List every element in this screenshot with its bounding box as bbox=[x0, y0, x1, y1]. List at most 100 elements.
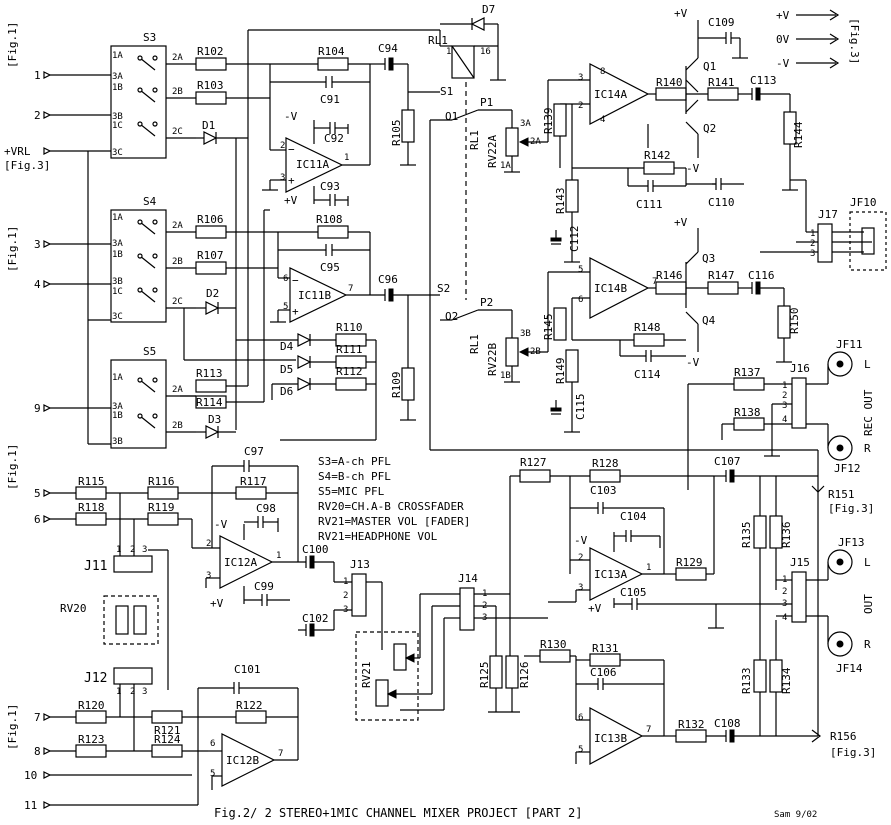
svg-text:P1: P1 bbox=[480, 96, 493, 109]
svg-text:2: 2 bbox=[343, 591, 348, 601]
svg-text:R124: R124 bbox=[154, 733, 181, 746]
switch-s4: S4 1A 3A 1B 3B 1C 3C 2A 2B 2C bbox=[88, 195, 196, 323]
svg-text:R104: R104 bbox=[318, 45, 345, 58]
svg-text:3B: 3B bbox=[520, 329, 531, 339]
svg-text:L: L bbox=[864, 358, 871, 371]
svg-text:C95: C95 bbox=[320, 261, 340, 274]
svg-text:4: 4 bbox=[782, 613, 787, 623]
pv-terminal-label: +V bbox=[776, 9, 790, 22]
svg-text:R146: R146 bbox=[656, 269, 683, 282]
switch-s3: S3 1A 3A 1B 3B 1C 3C 2A 2B 2C bbox=[87, 31, 196, 320]
svg-text:6: 6 bbox=[578, 295, 583, 305]
svg-text:1A: 1A bbox=[112, 213, 123, 223]
svg-text:1: 1 bbox=[276, 551, 281, 561]
svg-text:D2: D2 bbox=[206, 287, 219, 300]
resistor-r107 bbox=[195, 261, 227, 275]
switch-s3-label: S3 bbox=[143, 31, 156, 44]
svg-text:2: 2 bbox=[810, 239, 815, 249]
svg-text:IC13A: IC13A bbox=[594, 568, 627, 581]
svg-text:1: 1 bbox=[344, 153, 349, 163]
svg-text:C111: C111 bbox=[636, 198, 663, 211]
svg-text:R115: R115 bbox=[78, 475, 105, 488]
svg-text:2: 2 bbox=[130, 687, 135, 697]
svg-text:J14: J14 bbox=[458, 572, 478, 585]
svg-text:JF10: JF10 bbox=[850, 196, 877, 209]
svg-text:7: 7 bbox=[652, 277, 657, 287]
svg-text:R132: R132 bbox=[678, 718, 705, 731]
svg-text:R116: R116 bbox=[148, 475, 175, 488]
switch-s4-label: S4 bbox=[143, 195, 157, 208]
svg-text:C113: C113 bbox=[750, 74, 777, 87]
svg-text:3: 3 bbox=[782, 599, 787, 609]
svg-text:R143: R143 bbox=[554, 188, 567, 215]
fig1-ref-3: [Fig.1] bbox=[6, 444, 19, 490]
svg-text:+V: +V bbox=[284, 194, 298, 207]
svg-text:R138: R138 bbox=[734, 406, 761, 419]
svg-text:C110: C110 bbox=[708, 196, 735, 209]
svg-text:C102: C102 bbox=[302, 612, 329, 625]
svg-text:R106: R106 bbox=[197, 213, 224, 226]
svg-text:+V: +V bbox=[674, 7, 688, 20]
note-line-5: RV21=MASTER VOL [FADER] bbox=[318, 515, 470, 528]
svg-text:7: 7 bbox=[646, 725, 651, 735]
svg-text:R149: R149 bbox=[554, 358, 567, 385]
note-line-3: S5=MIC PFL bbox=[318, 485, 385, 498]
svg-text:R108: R108 bbox=[316, 213, 343, 226]
svg-text:S1: S1 bbox=[440, 85, 453, 98]
svg-text:1: 1 bbox=[116, 545, 121, 555]
input-8-label: 8 bbox=[34, 745, 41, 758]
svg-text:−: − bbox=[292, 274, 299, 287]
svg-text:J13: J13 bbox=[350, 558, 370, 571]
svg-text:1A: 1A bbox=[500, 161, 511, 171]
svg-text:1: 1 bbox=[116, 687, 121, 697]
note-line-6: RV21=HEADPHONE VOL bbox=[318, 530, 438, 543]
svg-text:IC14A: IC14A bbox=[594, 88, 627, 101]
svg-text:2C: 2C bbox=[172, 127, 183, 137]
svg-text:+: + bbox=[288, 174, 295, 187]
svg-text:C107: C107 bbox=[714, 455, 741, 468]
svg-text:R134: R134 bbox=[780, 667, 793, 694]
svg-text:C106: C106 bbox=[590, 666, 617, 679]
svg-text:C116: C116 bbox=[748, 269, 775, 282]
svg-text:1: 1 bbox=[446, 47, 451, 57]
pfl-leds: D4 D5 D6 R110 R111 R112 bbox=[236, 321, 377, 441]
input-terminals: [Fig.1] 1 2 +VRL [Fig.3] [Fig.1] 3 4 9 [… bbox=[4, 22, 198, 812]
channel-b-mixer: R106 R107 R108 C95 IC11B −+ 657 C96 S2 R… bbox=[183, 213, 450, 421]
svg-text:OUT: OUT bbox=[862, 594, 875, 614]
svg-text:3B: 3B bbox=[112, 112, 123, 122]
svg-text:1B: 1B bbox=[500, 371, 511, 381]
switch-s5: S5 1A 3A 1B 3B 2A 2B bbox=[87, 320, 196, 449]
svg-text:3: 3 bbox=[810, 249, 815, 259]
svg-text:Q3: Q3 bbox=[702, 252, 715, 265]
svg-text:+V: +V bbox=[674, 216, 688, 229]
svg-text:6: 6 bbox=[210, 739, 215, 749]
svg-text:C109: C109 bbox=[708, 16, 735, 29]
svg-text:R126: R126 bbox=[518, 662, 531, 689]
svg-text:J12: J12 bbox=[84, 671, 107, 686]
fig3-ref-vrl: [Fig.3] bbox=[4, 159, 50, 172]
svg-text:C100: C100 bbox=[302, 543, 329, 556]
svg-text:C105: C105 bbox=[620, 586, 647, 599]
svg-text:6: 6 bbox=[578, 713, 583, 723]
svg-text:+: + bbox=[292, 305, 299, 318]
svg-text:S2: S2 bbox=[437, 282, 450, 295]
svg-text:R141: R141 bbox=[708, 76, 735, 89]
svg-text:3: 3 bbox=[280, 173, 285, 183]
svg-text:C103: C103 bbox=[590, 484, 617, 497]
svg-text:R129: R129 bbox=[676, 556, 703, 569]
svg-text:8: 8 bbox=[600, 67, 605, 77]
input-1-label: 1 bbox=[34, 69, 41, 82]
svg-text:1: 1 bbox=[646, 563, 651, 573]
svg-text:C98: C98 bbox=[256, 502, 276, 515]
input-5-label: 5 bbox=[34, 487, 41, 500]
svg-text:R142: R142 bbox=[644, 149, 671, 162]
svg-text:Q4: Q4 bbox=[702, 314, 716, 327]
svg-text:RV21: RV21 bbox=[360, 662, 373, 689]
svg-text:C104: C104 bbox=[620, 510, 647, 523]
svg-text:J16: J16 bbox=[790, 362, 810, 375]
svg-text:3: 3 bbox=[343, 605, 348, 615]
zero-v-terminal-label: 0V bbox=[776, 33, 790, 46]
fig1-ref-4: [Fig.1] bbox=[6, 704, 19, 750]
